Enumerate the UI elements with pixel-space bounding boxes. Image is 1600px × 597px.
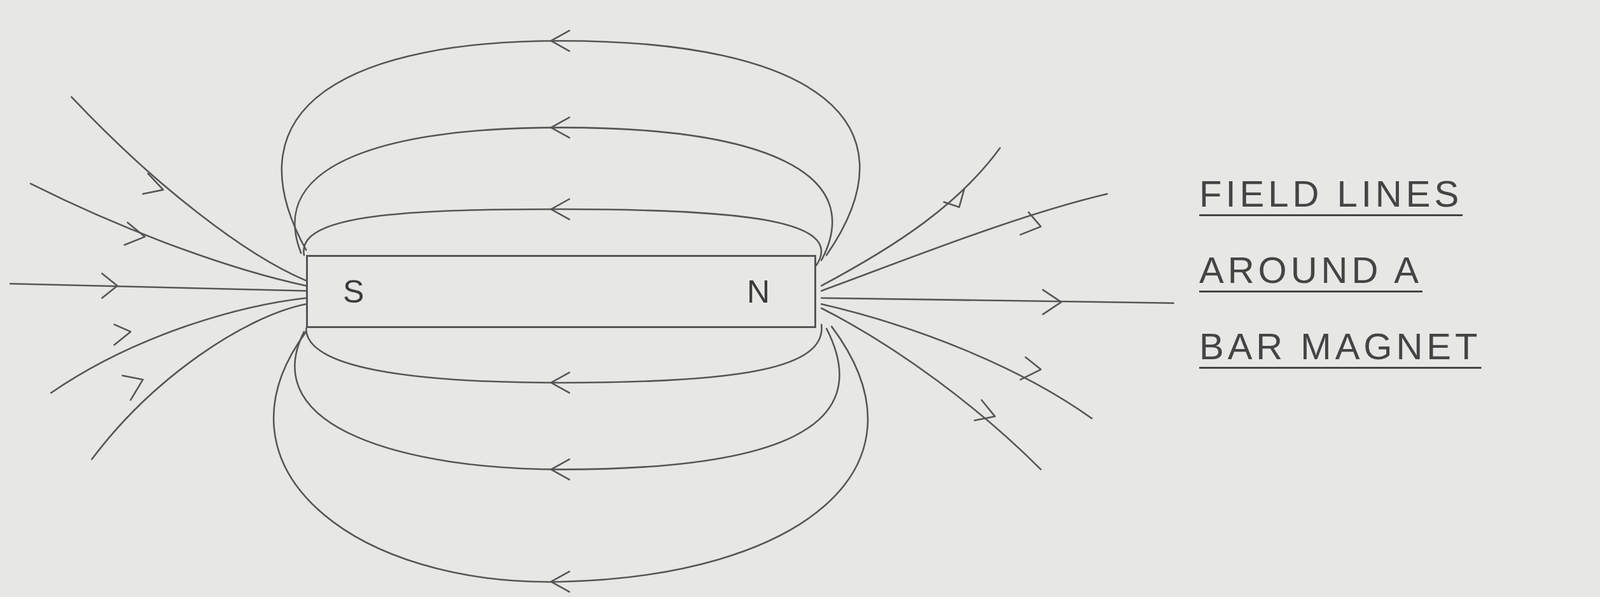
- diagram-title: FIELD LINES AROUND A BAR MAGNET: [1199, 155, 1511, 385]
- south-pole-label: S: [342, 273, 364, 311]
- bar-magnet: SN: [306, 255, 817, 329]
- north-pole-label: N: [746, 273, 770, 311]
